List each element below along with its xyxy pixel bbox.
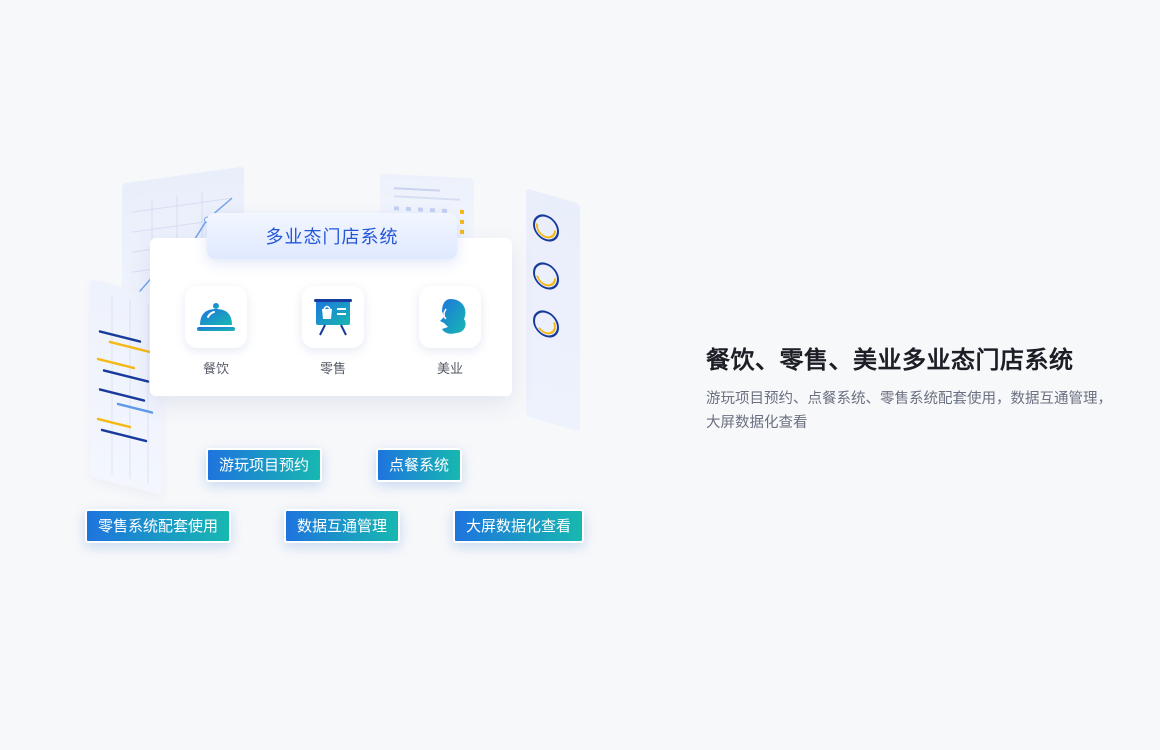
tag-big-screen: 大屏数据化查看 <box>453 509 585 543</box>
tag-retail-system: 零售系统配套使用 <box>85 509 232 543</box>
ring-chart-graphic <box>533 214 559 338</box>
feature-description-line-1: 游玩项目预约、点餐系统、零售系统配套使用，数据互通管理， <box>706 391 1112 407</box>
tag-play-booking: 游玩项目预约 <box>206 448 323 482</box>
app-label-retail: 零售 <box>319 362 346 377</box>
card-title: 多业态门店系统 <box>207 213 457 259</box>
chart-sheet-right <box>526 188 580 432</box>
woman-profile-icon <box>419 286 481 348</box>
cloche-icon <box>185 286 247 348</box>
feature-description: 游玩项目预约、点餐系统、零售系统配套使用，数据互通管理， 大屏数据化查看 <box>706 387 1136 435</box>
illustration: 多业态门店系统 餐饮 <box>85 166 585 543</box>
chart-sheet-right-top <box>380 173 474 249</box>
bar-chart-graphic <box>394 187 464 244</box>
app-label-beauty: 美业 <box>436 362 463 377</box>
app-beauty[interactable]: 美业 <box>410 286 490 377</box>
app-retail[interactable]: 零售 <box>293 286 373 377</box>
shopping-board-icon <box>302 286 364 348</box>
chart-sheet-left-front <box>90 279 162 495</box>
app-catering[interactable]: 餐饮 <box>176 286 256 377</box>
app-label-catering: 餐饮 <box>202 362 229 377</box>
gantt-chart-graphic <box>96 294 154 484</box>
feature-heading: 餐饮、零售、美业多业态门店系统 <box>706 346 1074 374</box>
tag-ordering-system: 点餐系统 <box>376 448 463 482</box>
tag-data-sync: 数据互通管理 <box>284 509 401 543</box>
feature-description-line-2: 大屏数据化查看 <box>706 415 808 431</box>
